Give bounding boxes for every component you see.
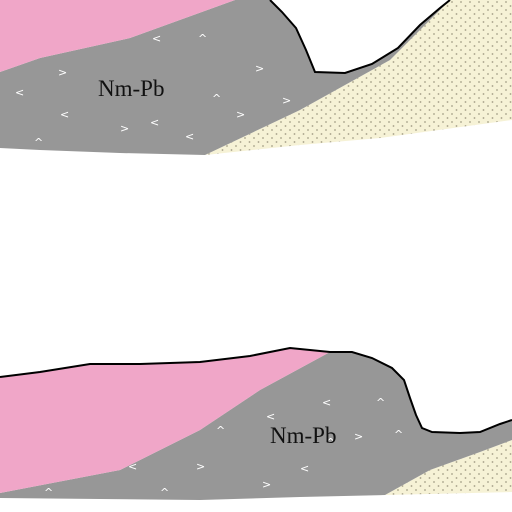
svg-text:>: > [262, 478, 271, 491]
svg-text:<: < [15, 86, 24, 99]
upper-volcanic-symbols: < ^ > > < ^ > < < > > < ^ [15, 32, 291, 149]
lower-volcanic-unit [0, 352, 512, 500]
lower-volcanic-symbols: < ^ < ^ ^ > ^ < > < > ^ ^ [44, 396, 403, 499]
lower-unit-label: Nm-Pb [270, 423, 336, 448]
svg-text:>: > [255, 62, 264, 75]
svg-text:^: ^ [160, 486, 169, 499]
svg-text:<: < [266, 410, 275, 423]
upper-pink-unit [0, 0, 235, 72]
svg-text:^: ^ [212, 92, 221, 105]
svg-text:>: > [282, 94, 291, 107]
svg-text:<: < [60, 108, 69, 121]
svg-text:^: ^ [34, 136, 43, 149]
svg-text:<: < [185, 130, 194, 143]
svg-text:>: > [354, 430, 363, 443]
upper-section: < ^ > > < ^ > < < > > < ^ Nm-Pb [0, 0, 512, 155]
svg-text:<: < [150, 116, 159, 129]
svg-text:^: ^ [44, 486, 53, 499]
lower-surface-line [0, 346, 512, 435]
svg-text:<: < [322, 396, 331, 409]
svg-text:<: < [152, 32, 161, 45]
svg-text:<: < [128, 460, 137, 473]
svg-text:^: ^ [326, 436, 335, 449]
lower-pink-unit [0, 348, 330, 493]
svg-text:>: > [120, 122, 129, 135]
svg-text:^: ^ [376, 396, 385, 409]
upper-unit-label: Nm-Pb [98, 76, 164, 101]
svg-text:^: ^ [198, 32, 207, 45]
upper-volcanic-unit [0, 0, 450, 155]
svg-text:>: > [236, 108, 245, 121]
svg-text:<: < [300, 462, 309, 475]
svg-text:^: ^ [216, 424, 225, 437]
svg-text:>: > [58, 66, 67, 79]
lower-sand-unit [385, 440, 512, 495]
upper-surface-line [269, 0, 451, 75]
svg-text:^: ^ [394, 428, 403, 441]
lower-section: < ^ < ^ ^ > ^ < > < > ^ ^ Nm-Pb [0, 346, 512, 500]
svg-text:>: > [196, 460, 205, 473]
